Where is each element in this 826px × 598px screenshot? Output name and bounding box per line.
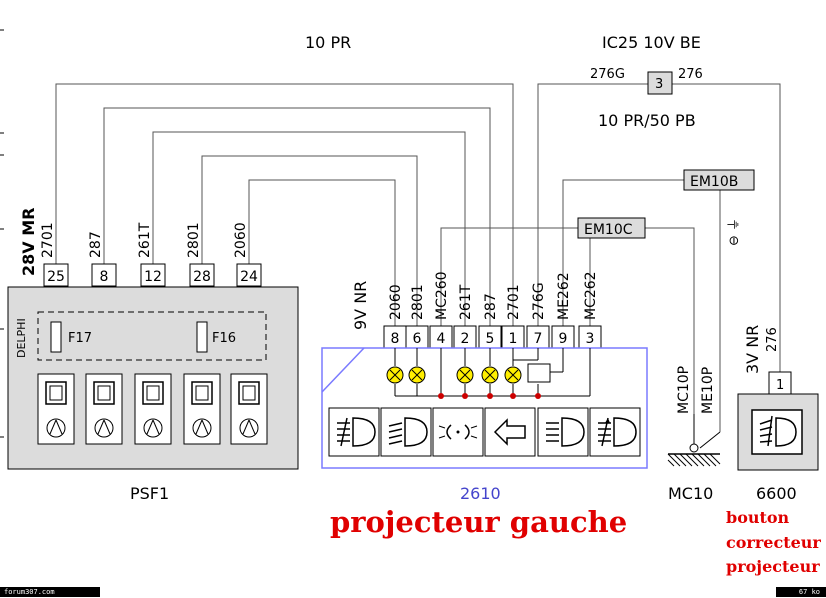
c2610-pin-label: 3 [586, 331, 595, 347]
c2610-wire-label: 2060 [388, 284, 404, 320]
conn3-right-label: 276 [678, 67, 703, 82]
junction-node [462, 393, 468, 399]
c2610-wire-label: 276G [531, 282, 547, 320]
annotation-note-3: projecteur [726, 557, 820, 576]
psf1-connector-label: 28V MR [19, 208, 38, 276]
w276-right-label: 276 [765, 327, 780, 352]
c2610-wire-label: MC262 [583, 271, 599, 320]
conn3-box [647, 71, 673, 95]
f16-label: F16 [212, 331, 236, 346]
ground-hatch [667, 453, 721, 467]
junction-node [438, 393, 444, 399]
psf1-pin-label: 25 [47, 269, 65, 285]
fuse-f16 [196, 321, 208, 353]
psf1-wire-label: 2701 [40, 222, 56, 258]
c6600-pin-label: 1 [776, 378, 784, 393]
mc10-label: MC10 [668, 484, 713, 503]
psf1-pin-label: 12 [144, 269, 162, 285]
conn3-num: 3 [655, 77, 663, 92]
psf1-label: PSF1 [130, 484, 169, 503]
sidelight-icon [432, 407, 484, 457]
f17-label: F17 [68, 331, 92, 346]
em10c-box [577, 217, 646, 239]
junction-node [510, 393, 516, 399]
em10c-label: EM10C [584, 222, 633, 238]
annotation-note-1: bouton [726, 508, 790, 527]
indicator-icon [484, 407, 536, 457]
headlamp-level-icon [751, 409, 803, 455]
c2610-pin-label: 4 [437, 331, 446, 347]
c2610-label: 2610 [460, 484, 501, 503]
psf1-wire-label: 2801 [186, 222, 202, 258]
relay [230, 373, 268, 445]
me10p-label: ME10P [700, 367, 716, 414]
main-beam-icon [537, 407, 589, 457]
relay [37, 373, 75, 445]
c2610-pin-label: 6 [413, 331, 422, 347]
psf1-pin-label: 8 [100, 269, 109, 285]
psf1-wire-label: 287 [88, 231, 104, 258]
conn3v-label: 3V NR [743, 325, 762, 374]
psf1-pin-label: 28 [193, 269, 211, 285]
level-adjust-icon [589, 407, 641, 457]
ic25-label: IC25 10V BE [602, 33, 701, 52]
junction-node [487, 393, 493, 399]
relay [183, 373, 221, 445]
psf1-wire-label: 261T [137, 222, 153, 258]
c6600-label: 6600 [756, 484, 797, 503]
relay [134, 373, 172, 445]
ground-symbol-label: ⊖ ⏚ [727, 218, 742, 246]
annotation-title: projecteur gauche [330, 505, 627, 539]
fuse-group-outline [37, 311, 267, 361]
em10b-label: EM10B [690, 174, 738, 190]
c2610-pin-label: 2 [461, 331, 470, 347]
psf1-wire-label: 2060 [233, 222, 249, 258]
annotation-note-2: correcteur [726, 533, 821, 552]
c2610-pin-label: 1 [509, 331, 518, 347]
wire-10pr50pb-label: 10 PR/50 PB [598, 111, 696, 130]
em10b-box [683, 169, 755, 191]
c2610-pin-label: 7 [534, 331, 543, 347]
top-wire-label: 10 PR [305, 33, 351, 52]
conn9v-label: 9V NR [351, 281, 370, 330]
c2610-wire-label: MC260 [434, 271, 450, 320]
delphi-label: DELPHI [15, 318, 28, 358]
c2610-wire-label: 261T [458, 284, 474, 320]
c2610-wire-label: 287 [483, 293, 499, 320]
fuse-f17 [50, 321, 62, 353]
c2610-wire-label: ME262 [556, 272, 572, 320]
c2610-pin-label: 9 [559, 331, 568, 347]
psf1-pin-label: 24 [240, 269, 258, 285]
mc10p-label: MC10P [676, 366, 692, 414]
c2610-pin-label: 8 [391, 331, 400, 347]
c2610-wire-label: 2701 [506, 284, 522, 320]
footer-right: 67 ko [776, 587, 826, 597]
fog-lamp-icon [328, 407, 380, 457]
footer-left: forum307.com [0, 587, 100, 597]
dipped-beam-icon [380, 407, 432, 457]
conn3-left-label: 276G [590, 67, 625, 82]
level-motor [527, 363, 551, 383]
c2610-wire-label: 2801 [410, 284, 426, 320]
c2610-pin-label: 5 [486, 331, 495, 347]
relay [85, 373, 123, 445]
junction-node [535, 393, 541, 399]
